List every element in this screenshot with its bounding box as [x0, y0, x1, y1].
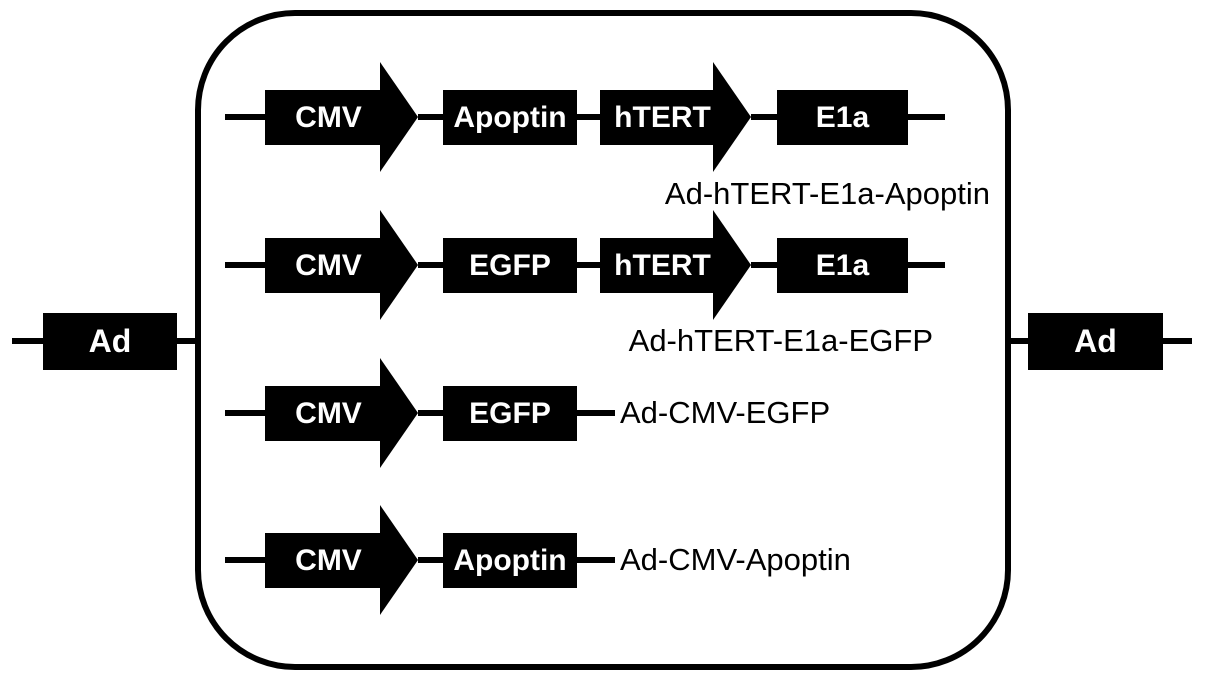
row3-egfp-gene-box: EGFP — [443, 386, 577, 441]
row1-cmv-arrowhead-icon — [380, 62, 418, 172]
row3-cmv-label: CMV — [295, 396, 362, 430]
row4-lead-line — [225, 557, 265, 563]
row2-egfp-label: EGFP — [469, 248, 551, 282]
row1-e1a-gene-box: E1a — [777, 90, 908, 145]
row4-tail-line — [577, 557, 615, 563]
row1-e1a-label: E1a — [815, 100, 870, 134]
row4-cmv-promoter-arrow: CMV — [265, 533, 386, 588]
row3-cmv-arrowhead-icon — [380, 358, 418, 468]
right-ad-label: Ad — [1074, 323, 1117, 359]
left-backbone-line — [12, 338, 43, 344]
right-ad-box: Ad — [1028, 313, 1163, 370]
row2-cmv-promoter-arrow: CMV — [265, 238, 386, 293]
row1-htert-arrowhead-icon — [713, 62, 751, 172]
row3-egfp-label: EGFP — [469, 396, 551, 430]
row1-connector-line — [418, 114, 443, 120]
row4-apoptin-gene-box: Apoptin — [443, 533, 577, 588]
row4-cmv-arrowhead-icon — [380, 505, 418, 615]
row2-htert-label: hTERT — [614, 248, 711, 282]
row2-cmv-label: CMV — [295, 248, 362, 282]
row2-egfp-gene-box: EGFP — [443, 238, 577, 293]
right-connector-line — [1011, 338, 1028, 344]
vector-outline — [195, 10, 1011, 670]
left-ad-box: Ad — [43, 313, 177, 370]
row1-construct-name: Ad-hTERT-E1a-Apoptin — [664, 176, 990, 211]
row3-connector-line — [418, 410, 443, 416]
row1-cmv-promoter-arrow: CMV — [265, 90, 386, 145]
row3-tail-line — [577, 410, 615, 416]
row3-cmv-promoter-arrow: CMV — [265, 386, 386, 441]
row4-construct-name: Ad-CMV-Apoptin — [620, 542, 851, 577]
row1-lead-line — [225, 114, 265, 120]
left-connector-line — [177, 338, 195, 344]
row1-apoptin-gene-box: Apoptin — [443, 90, 577, 145]
row2-htert-promoter-arrow: hTERT — [600, 238, 719, 293]
row1-htert-label: hTERT — [614, 100, 711, 134]
row4-connector-line — [418, 557, 443, 563]
row2-tail-line — [908, 262, 945, 268]
row2-connector-line — [418, 262, 443, 268]
row1-apoptin-label: Apoptin — [453, 100, 567, 134]
left-ad-label: Ad — [88, 323, 132, 359]
row2-connector-line-2 — [577, 262, 600, 268]
row4-apoptin-label: Apoptin — [453, 543, 567, 577]
row2-construct-name: Ad-hTERT-E1a-EGFP — [628, 323, 933, 358]
row4-cmv-label: CMV — [295, 543, 362, 577]
row2-connector-line-3 — [751, 262, 777, 268]
row2-lead-line — [225, 262, 265, 268]
row2-htert-arrowhead-icon — [713, 210, 751, 320]
row2-e1a-label: E1a — [815, 248, 870, 282]
row3-lead-line — [225, 410, 265, 416]
row1-connector-line-2 — [577, 114, 600, 120]
row2-e1a-gene-box: E1a — [777, 238, 908, 293]
row3-construct-name: Ad-CMV-EGFP — [620, 395, 831, 430]
row1-connector-line-3 — [751, 114, 777, 120]
row2-cmv-arrowhead-icon — [380, 210, 418, 320]
row1-htert-promoter-arrow: hTERT — [600, 90, 719, 145]
right-backbone-line — [1163, 338, 1192, 344]
row1-tail-line — [908, 114, 945, 120]
row1-cmv-label: CMV — [295, 100, 362, 134]
